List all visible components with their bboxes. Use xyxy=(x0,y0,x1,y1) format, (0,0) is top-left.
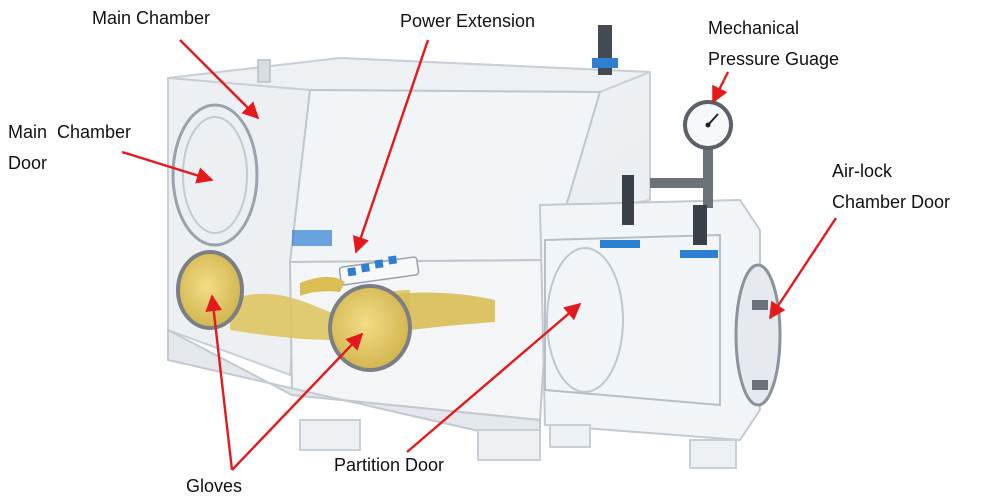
arrow-partition-door xyxy=(406,302,582,453)
label-main-chamber-text: Main Chamber xyxy=(92,8,211,28)
label-power-extension: Power Extension xyxy=(400,6,535,37)
label-airlock-door: Air-lock Chamber Door xyxy=(832,156,950,218)
label-airlock-door-line2: Chamber Door xyxy=(832,192,951,212)
label-pressure-gauge-line2: Pressure Guage xyxy=(708,49,840,69)
arrow-main-chamber-door xyxy=(121,150,214,184)
label-power-extension-text: Power Extension xyxy=(400,11,536,31)
arrow-pressure-gauge xyxy=(711,71,730,104)
callout-arrows xyxy=(121,39,838,471)
label-airlock-door-line1: Air-lock xyxy=(832,161,893,181)
arrow-airlock-door xyxy=(768,217,838,320)
label-main-chamber-door: Main Chamber Door xyxy=(8,117,131,179)
label-main-chamber: Main Chamber xyxy=(92,3,210,34)
label-partition-door: Partition Door xyxy=(334,450,444,481)
pressure-gauge xyxy=(622,100,733,245)
arrow-power-extension xyxy=(352,39,430,254)
label-pressure-gauge: Mechanical Pressure Guage xyxy=(708,13,839,75)
arrow-main-chamber xyxy=(179,39,260,120)
label-gloves: Gloves xyxy=(186,471,242,502)
label-main-chamber-door-line2: Door xyxy=(8,153,48,173)
arrow-gloves-left xyxy=(205,294,234,471)
airlock-chamber xyxy=(538,198,782,469)
label-pressure-gauge-line1: Mechanical xyxy=(708,18,800,38)
arrow-gloves-right xyxy=(231,332,364,471)
label-main-chamber-door-line1: Main Chamber xyxy=(8,122,132,142)
label-partition-door-text: Partition Door xyxy=(334,455,445,475)
label-gloves-text: Gloves xyxy=(186,476,243,496)
